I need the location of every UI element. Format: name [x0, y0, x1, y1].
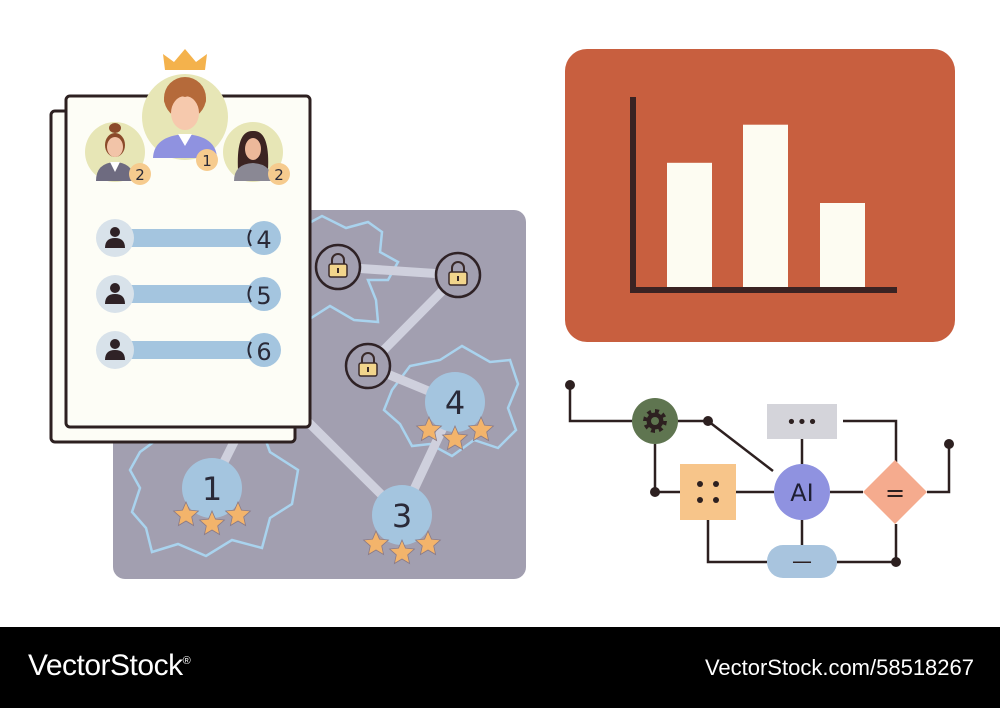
- dots-label: •••: [786, 412, 818, 433]
- bar-3: [820, 203, 865, 287]
- bar-chart-panel: [565, 49, 955, 342]
- lock-icon: [358, 352, 378, 377]
- rank-row[interactable]: 5: [96, 275, 281, 313]
- bar-2: [743, 124, 788, 287]
- locked-node[interactable]: [344, 342, 392, 390]
- region-outline-4: [382, 344, 520, 458]
- stock-id: VectorStock.com/58518267: [704, 655, 974, 680]
- brand-mark: ®: [182, 655, 191, 667]
- lock-icon: [328, 253, 348, 278]
- dash-node[interactable]: —: [767, 545, 837, 578]
- grid-dots-icon: [697, 481, 719, 503]
- ai-label: AI: [790, 479, 814, 507]
- user-icon: [105, 339, 125, 360]
- star-icon: [415, 415, 443, 442]
- avatar-left[interactable]: 2: [85, 122, 151, 185]
- rank-badge: [196, 149, 218, 171]
- rank-row[interactable]: 4: [96, 219, 281, 257]
- dots-node[interactable]: •••: [767, 404, 837, 439]
- user-icon: [105, 283, 125, 304]
- star-icon: [441, 424, 469, 451]
- bar-edge: [247, 229, 252, 247]
- user-icon: [105, 227, 125, 248]
- rank-badge-label: 2: [274, 166, 284, 184]
- star-icon: [362, 529, 390, 556]
- crown-icon: [163, 49, 207, 70]
- equals-label: =: [885, 479, 905, 507]
- avatar-center[interactable]: 1: [142, 74, 228, 171]
- brand-name: VectorStock: [28, 649, 183, 682]
- avatar-right[interactable]: 2: [223, 122, 290, 185]
- stock-footer: VectorStock® VectorStock.com/58518267: [0, 627, 1000, 708]
- illustration-canvas: 1 3 4: [49, 49, 955, 579]
- rank-badge-label: 2: [135, 166, 145, 184]
- leaderboard-card: 2 1 2: [49, 49, 312, 444]
- level-number: 1: [202, 470, 222, 508]
- level-number: 3: [392, 497, 412, 535]
- ai-node[interactable]: AI: [774, 464, 830, 520]
- rank-number: 6: [256, 338, 271, 366]
- level-node-1[interactable]: 1: [172, 458, 252, 536]
- bar-edge: [247, 285, 252, 303]
- grid-node[interactable]: [680, 464, 736, 520]
- star-icon: [198, 509, 226, 536]
- lock-icon: [448, 261, 468, 286]
- locked-node[interactable]: [314, 243, 362, 291]
- gear-node[interactable]: [632, 398, 678, 444]
- star-icon: [224, 500, 252, 527]
- brand-logo: VectorStock®: [28, 649, 191, 683]
- dash-label: —: [792, 549, 812, 573]
- region-outline-locked: [294, 214, 400, 324]
- rank-row[interactable]: 6: [96, 331, 281, 369]
- star-icon: [414, 529, 442, 556]
- star-icon: [388, 538, 416, 565]
- bar-1: [667, 162, 712, 287]
- chart-bars: [667, 124, 865, 287]
- equals-node[interactable]: =: [863, 460, 927, 524]
- level-node-3[interactable]: 3: [362, 485, 442, 565]
- rank-badge-label: 1: [202, 152, 212, 170]
- gear-icon: [643, 409, 667, 433]
- rank-number: 5: [256, 282, 271, 310]
- rank-number: 4: [256, 226, 271, 254]
- rank-badge: [129, 163, 151, 185]
- connector-dots: [565, 380, 954, 567]
- level-node-4[interactable]: 4: [415, 372, 495, 451]
- star-icon: [467, 415, 495, 442]
- rank-badge: [268, 163, 290, 185]
- ai-flow-diagram: ••• AI = —: [565, 380, 954, 578]
- level-number: 4: [445, 384, 465, 422]
- locked-node[interactable]: [434, 251, 482, 299]
- bar-edge: [247, 341, 252, 359]
- star-icon: [172, 500, 200, 527]
